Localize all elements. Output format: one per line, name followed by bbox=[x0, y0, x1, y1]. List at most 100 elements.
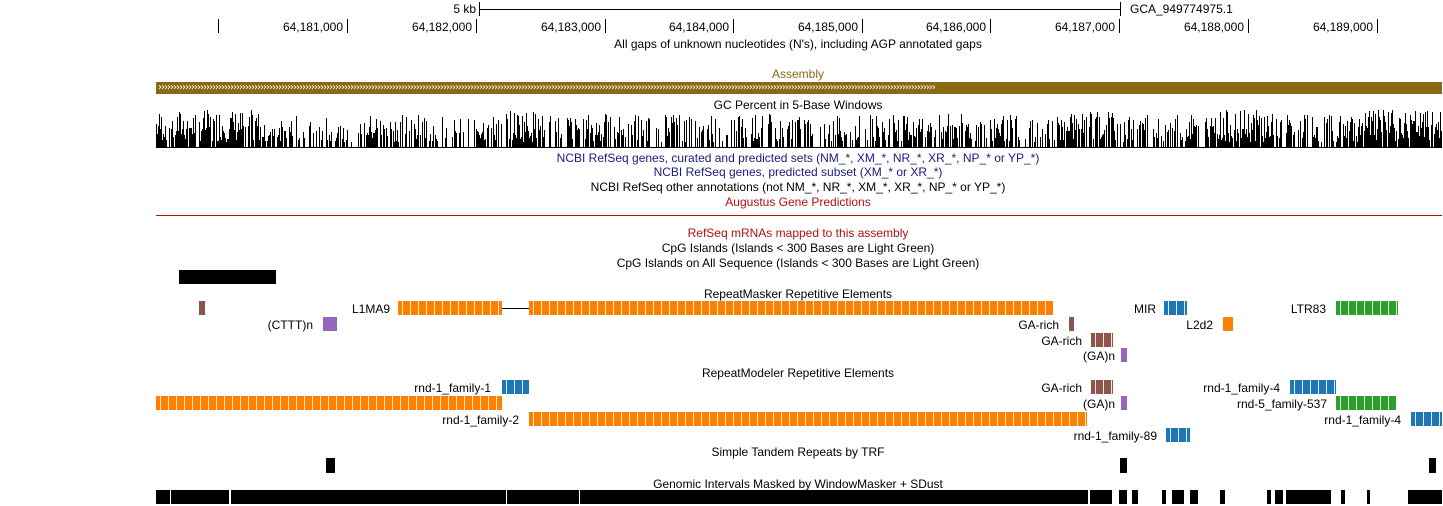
windowmasker-feature[interactable] bbox=[1090, 490, 1112, 504]
gc-bar bbox=[157, 134, 158, 148]
gc-bar bbox=[373, 133, 374, 148]
gc-bar bbox=[232, 112, 233, 148]
gc-bar bbox=[1361, 126, 1362, 148]
windowmasker-feature[interactable] bbox=[1162, 490, 1166, 504]
windowmasker-feature[interactable] bbox=[1275, 490, 1283, 504]
gc-bar bbox=[828, 134, 829, 148]
gc-bar bbox=[501, 124, 502, 148]
ruler-tick-label: 64,188,000 bbox=[1183, 20, 1244, 34]
gc-track-title[interactable]: GC Percent in 5-Base Windows bbox=[713, 98, 883, 112]
windowmasker-feature[interactable] bbox=[1408, 490, 1442, 504]
windowmasker-feature[interactable] bbox=[1286, 490, 1331, 504]
trf-feature[interactable] bbox=[1429, 458, 1436, 473]
repeatmasker-track-title[interactable]: RepeatMasker Repetitive Elements bbox=[703, 287, 893, 301]
repeatmodeler-feature[interactable] bbox=[1290, 380, 1336, 394]
windowmasker-feature[interactable] bbox=[1172, 490, 1184, 504]
windowmasker-feature[interactable] bbox=[1132, 490, 1138, 504]
repeatmodeler-feature[interactable] bbox=[1166, 428, 1190, 442]
windowmasker-features[interactable] bbox=[156, 490, 1442, 504]
gc-bar bbox=[446, 128, 447, 148]
gc-bar bbox=[181, 134, 182, 148]
repeatmodeler-feature[interactable] bbox=[156, 396, 502, 410]
gc-bar bbox=[1089, 127, 1090, 148]
trf-track-title[interactable]: Simple Tandem Repeats by TRF bbox=[711, 445, 885, 459]
windowmasker-feature[interactable] bbox=[1119, 490, 1127, 504]
assembly-track-title[interactable]: Assembly bbox=[771, 67, 825, 81]
repeatmodeler-feature[interactable] bbox=[1411, 412, 1442, 426]
repeat-line-feature[interactable] bbox=[398, 301, 502, 315]
augustus-track-title[interactable]: Augustus Gene Predictions bbox=[725, 195, 871, 209]
windowmasker-feature[interactable] bbox=[1267, 490, 1271, 504]
gc-bar bbox=[952, 125, 953, 148]
windowmasker-feature[interactable] bbox=[171, 490, 229, 504]
gc-bar bbox=[894, 123, 895, 148]
repeat-simple-feature[interactable] bbox=[199, 301, 205, 315]
cpg-island-feature[interactable] bbox=[179, 270, 276, 284]
gc-bar bbox=[586, 120, 587, 148]
refseq-mrna-track-title[interactable]: RefSeq mRNAs mapped to this assembly bbox=[687, 226, 909, 240]
gc-bar bbox=[1250, 142, 1251, 148]
repeatmodeler-feature[interactable] bbox=[529, 412, 1087, 426]
gc-bar bbox=[1255, 141, 1256, 148]
gc-bar bbox=[852, 140, 853, 148]
windowmasker-feature[interactable] bbox=[1190, 490, 1198, 504]
repeat-sine-feature[interactable] bbox=[1164, 301, 1187, 315]
gc-bar bbox=[432, 141, 433, 148]
trf-feature[interactable] bbox=[326, 458, 335, 473]
gc-percent-plot[interactable] bbox=[156, 110, 1442, 150]
gc-bar bbox=[1373, 111, 1374, 148]
gc-bar bbox=[400, 122, 401, 148]
scale-bar-right bbox=[1120, 2, 1121, 16]
gc-bar bbox=[522, 116, 523, 148]
gc-bar bbox=[209, 127, 210, 148]
repeatmodeler-track-title[interactable]: RepeatModeler Repetitive Elements bbox=[701, 366, 895, 380]
gc-bar bbox=[882, 122, 883, 148]
refseq-predicted-track-title[interactable]: NCBI RefSeq genes, predicted subset (XM_… bbox=[653, 165, 943, 179]
gc-bar bbox=[289, 127, 290, 148]
gc-bar bbox=[676, 118, 677, 148]
gc-bar bbox=[615, 139, 616, 148]
refseq-all-track-title[interactable]: NCBI RefSeq genes, curated and predicted… bbox=[556, 151, 1040, 165]
gc-bar bbox=[1385, 122, 1386, 148]
windowmasker-feature[interactable] bbox=[1367, 490, 1370, 504]
gap-track-title[interactable]: All gaps of unknown nucleotides (N's), i… bbox=[614, 37, 982, 51]
windowmasker-feature[interactable] bbox=[156, 490, 170, 504]
repeatmodeler-feature[interactable] bbox=[502, 380, 529, 394]
repeat-simple-feature[interactable] bbox=[1069, 317, 1074, 331]
cpg-track-title[interactable]: CpG Islands (Islands < 300 Bases are Lig… bbox=[661, 241, 935, 255]
gc-bar bbox=[383, 125, 384, 148]
repeat-line-feature[interactable] bbox=[529, 301, 1053, 315]
windowmasker-feature[interactable] bbox=[231, 490, 506, 504]
windowmasker-feature[interactable] bbox=[1220, 490, 1225, 504]
gc-bar bbox=[1029, 128, 1030, 148]
repeat-lowcomplexity-feature[interactable] bbox=[1121, 348, 1127, 362]
repeatmodeler-feature[interactable] bbox=[1121, 396, 1127, 410]
augustus-gene-line[interactable] bbox=[156, 215, 1442, 216]
repeat-ltr-feature[interactable] bbox=[1336, 301, 1398, 315]
repeat-lowcomplexity-feature[interactable] bbox=[323, 317, 337, 331]
windowmasker-feature[interactable] bbox=[507, 490, 579, 504]
trf-feature[interactable] bbox=[1120, 458, 1127, 473]
refseq-other-track-title[interactable]: NCBI RefSeq other annotations (not NM_*,… bbox=[590, 180, 1006, 194]
repeatmodeler-feature[interactable] bbox=[1091, 380, 1113, 394]
repeat-label-ctttn: (CTTT)n bbox=[267, 318, 313, 332]
gc-bar bbox=[751, 134, 752, 148]
gc-bar bbox=[268, 136, 269, 148]
repeatmodeler-feature[interactable] bbox=[1336, 396, 1396, 410]
gc-bar bbox=[284, 131, 285, 148]
gc-bar bbox=[907, 117, 908, 148]
repeat-simple-feature[interactable] bbox=[1091, 333, 1113, 347]
gc-bar bbox=[1010, 115, 1011, 148]
assembly-feature[interactable]: ››››››››››››››››››››››››››››››››››››››››… bbox=[156, 82, 1442, 94]
windowmasker-feature[interactable] bbox=[580, 490, 1088, 504]
windowmasker-feature[interactable] bbox=[1341, 490, 1345, 504]
gc-bar bbox=[303, 132, 304, 148]
gc-bar bbox=[588, 115, 589, 148]
gc-bar bbox=[336, 138, 337, 148]
windowmasker-track-title[interactable]: Genomic Intervals Masked by WindowMasker… bbox=[653, 477, 943, 491]
gc-bar bbox=[1109, 118, 1110, 148]
gc-bar bbox=[576, 125, 577, 148]
cpg-all-track-title[interactable]: CpG Islands on All Sequence (Islands < 3… bbox=[616, 256, 980, 270]
repeat-line-feature[interactable] bbox=[1223, 317, 1233, 331]
